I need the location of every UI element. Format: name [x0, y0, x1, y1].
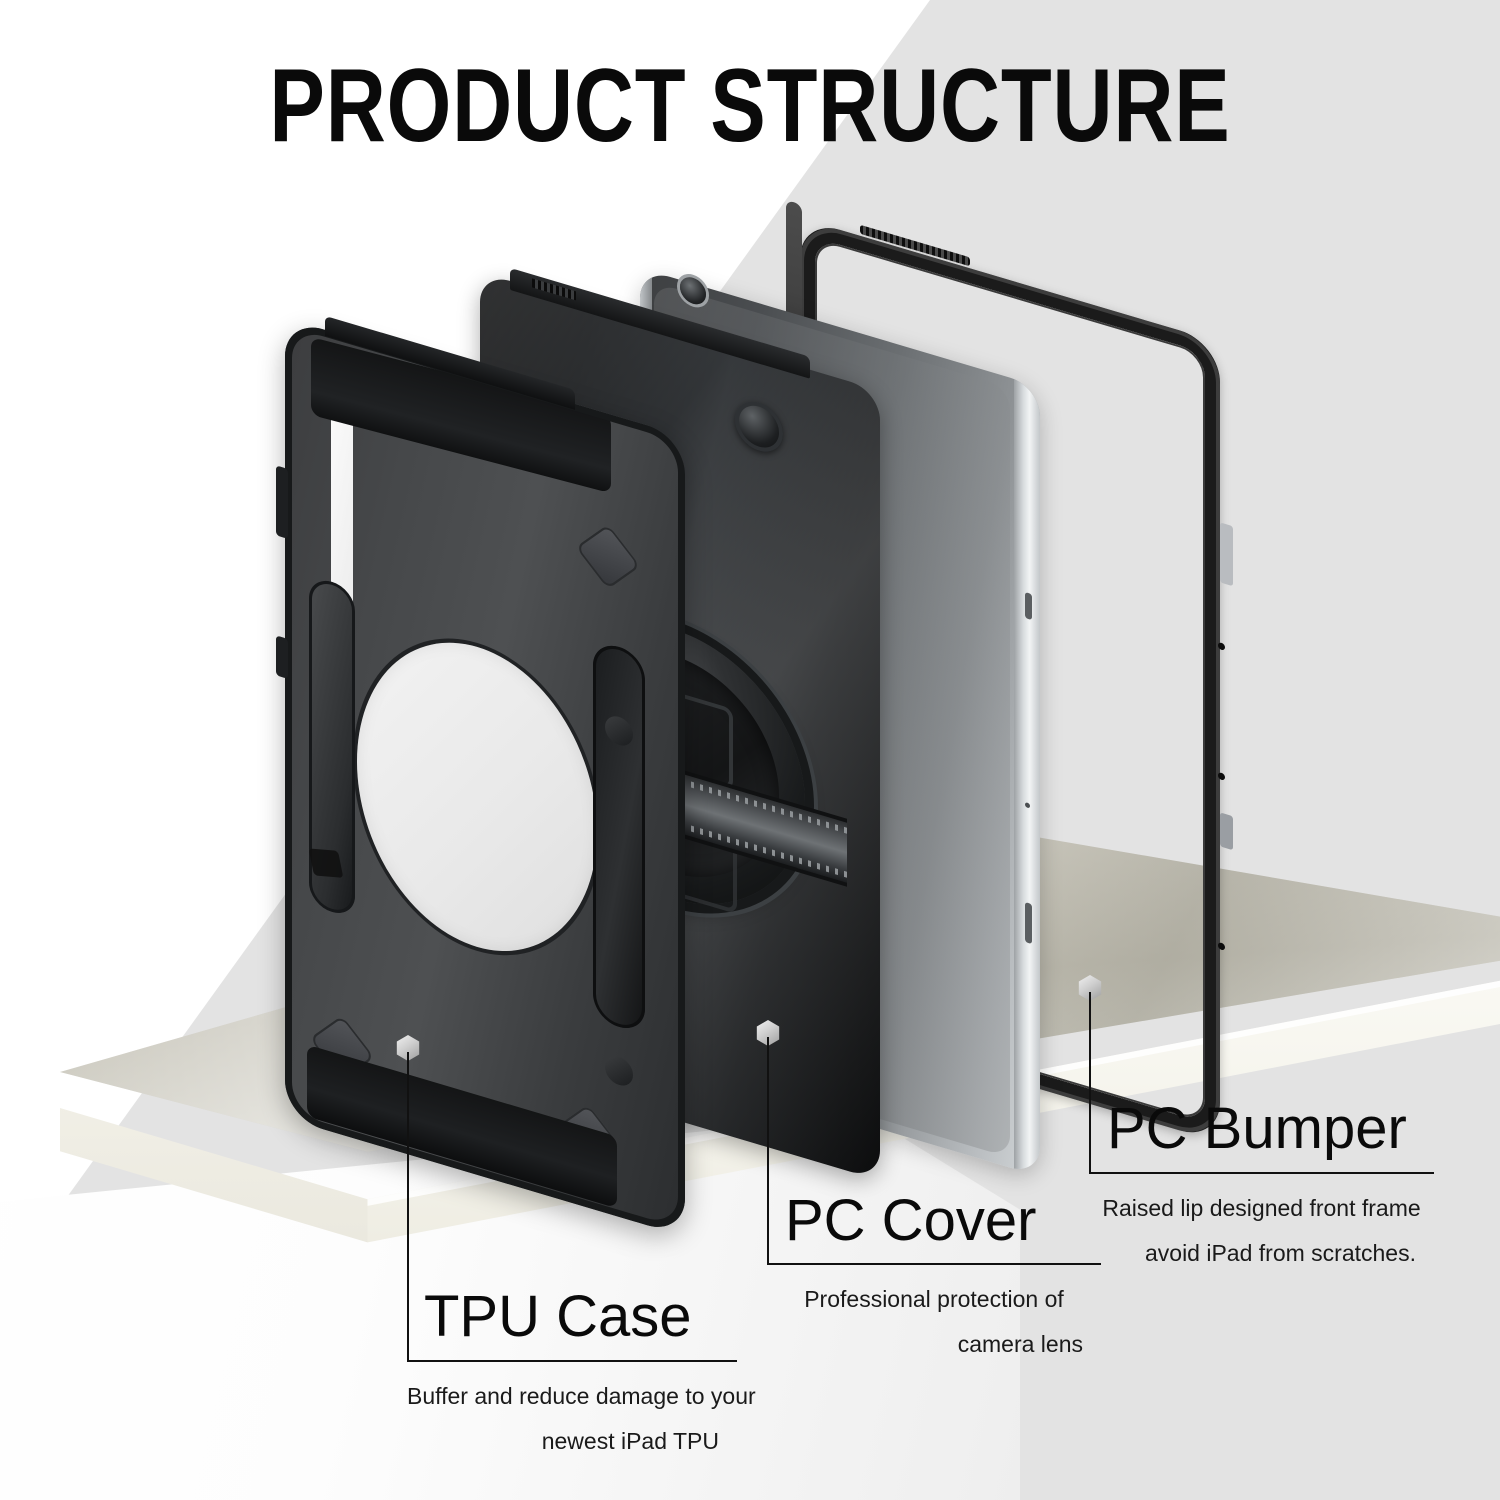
callout-desc-cover-line1: Professional protection of: [804, 1286, 1064, 1312]
callout-desc-bumper-line2: avoid iPad from scratches.: [1144, 1239, 1416, 1266]
callout-marker-bolt-tpu: [396, 1035, 420, 1061]
part-tpu-case: [276, 315, 685, 1237]
bumper-volume-button: [1220, 522, 1233, 587]
callout-title-tpu: TPU Case: [424, 1284, 692, 1349]
bumper-power-button: [1220, 812, 1233, 851]
ipad-port-b: [1025, 902, 1032, 945]
tpu-strap-anchor-dot: [605, 1052, 633, 1090]
ipad-port-a: [1025, 592, 1032, 621]
callout-marker-bolt-cover: [756, 1020, 780, 1046]
callout-desc-tpu: Buffer and reduce damage to your newest …: [407, 1374, 756, 1464]
tpu-ring-cutout: [357, 611, 597, 983]
tpu-corner-pad-top-right: [575, 524, 641, 590]
tpu-corner-vent: [308, 848, 344, 878]
callout-desc-cover-line2: camera lens: [957, 1330, 1083, 1357]
callout-leader-line-cover: [767, 1037, 769, 1265]
callout-desc-bumper: Raised lip designed front frame avoid iP…: [1089, 1186, 1434, 1276]
callout-leader-line-tpu: [407, 1052, 409, 1362]
tpu-strap-slot-right: [593, 639, 645, 1035]
callout-underline-bumper: [1089, 1172, 1434, 1174]
tpu-side-button-cover-2: [276, 635, 288, 679]
callout-title-bumper: PC Bumper: [1107, 1096, 1407, 1161]
callout-underline-cover: [767, 1263, 1101, 1265]
callout-desc-cover: Professional protection of camera lens: [767, 1277, 1101, 1367]
tpu-body: [285, 318, 685, 1237]
ipad-right-rail: [1014, 378, 1040, 1177]
callout-desc-tpu-line1: Buffer and reduce damage to your: [407, 1383, 756, 1409]
callout-desc-bumper-line1: Raised lip designed front frame: [1102, 1195, 1421, 1221]
callout-marker-bolt-bumper: [1078, 975, 1102, 1001]
page-title: PRODUCT STRUCTURE: [269, 48, 1231, 164]
tpu-side-button-cover: [276, 465, 288, 539]
callout-desc-tpu-line2: newest iPad TPU: [541, 1427, 719, 1454]
callout-underline-tpu: [407, 1360, 737, 1362]
callout-title-cover: PC Cover: [785, 1188, 1037, 1253]
callout-leader-line-bumper: [1089, 992, 1091, 1174]
